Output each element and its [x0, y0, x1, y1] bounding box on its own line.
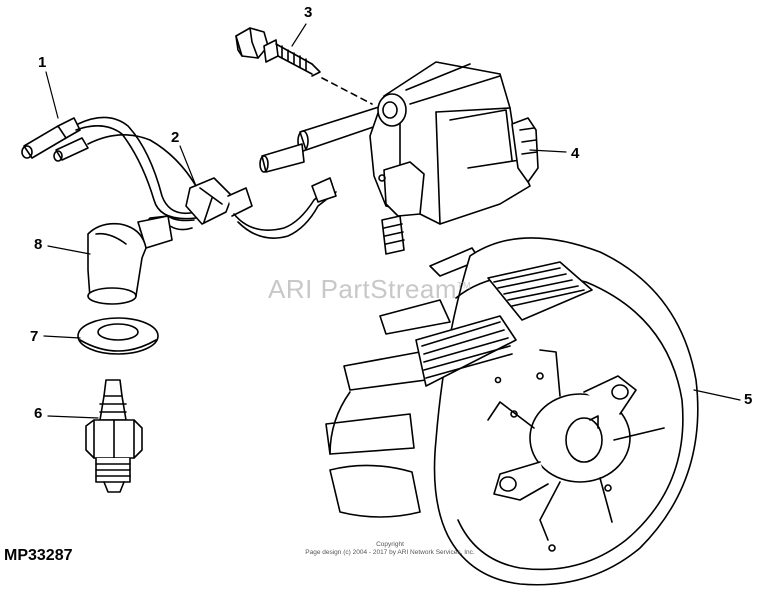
part-label-8[interactable]: 8 [34, 236, 43, 253]
part-label-1[interactable]: 1 [38, 54, 47, 71]
leader-4 [530, 150, 566, 152]
watermark-trademark: TM [457, 280, 472, 291]
leader-1 [46, 72, 58, 118]
part-label-7[interactable]: 7 [30, 328, 39, 345]
part-8-spark-plug-boot [88, 216, 194, 304]
copyright-line-1: Copyright [376, 541, 404, 548]
watermark-text: ARI PartStream [268, 274, 458, 304]
part-6-spark-plug [86, 380, 142, 492]
part-label-6[interactable]: 6 [34, 405, 43, 422]
part-label-2[interactable]: 2 [171, 129, 180, 146]
part-label-4[interactable]: 4 [571, 145, 580, 162]
part-2-wire-clip [186, 178, 336, 238]
leader-3 [292, 24, 306, 46]
watermark: ARI PartStreamTM [268, 274, 471, 305]
copyright-notice: Copyright Page design (c) 2004 - 2017 by… [280, 541, 500, 557]
part-label-5[interactable]: 5 [744, 391, 753, 408]
part-3-bolt [236, 28, 372, 104]
leader-2 [180, 146, 196, 186]
leader-7 [44, 336, 80, 338]
leader-6 [48, 416, 98, 418]
copyright-line-2: Page design (c) 2004 - 2017 by ARI Netwo… [305, 549, 475, 556]
part-label-3[interactable]: 3 [304, 4, 313, 21]
leader-8 [48, 246, 90, 254]
part-5-flywheel [326, 238, 698, 585]
part-4-ignition-coil [260, 62, 538, 254]
part-7-washer [78, 318, 158, 354]
part-1-wire-harness [22, 117, 196, 218]
leader-5 [694, 390, 740, 400]
diagram-code: MP33287 [4, 547, 73, 564]
leader-lines [44, 24, 740, 418]
